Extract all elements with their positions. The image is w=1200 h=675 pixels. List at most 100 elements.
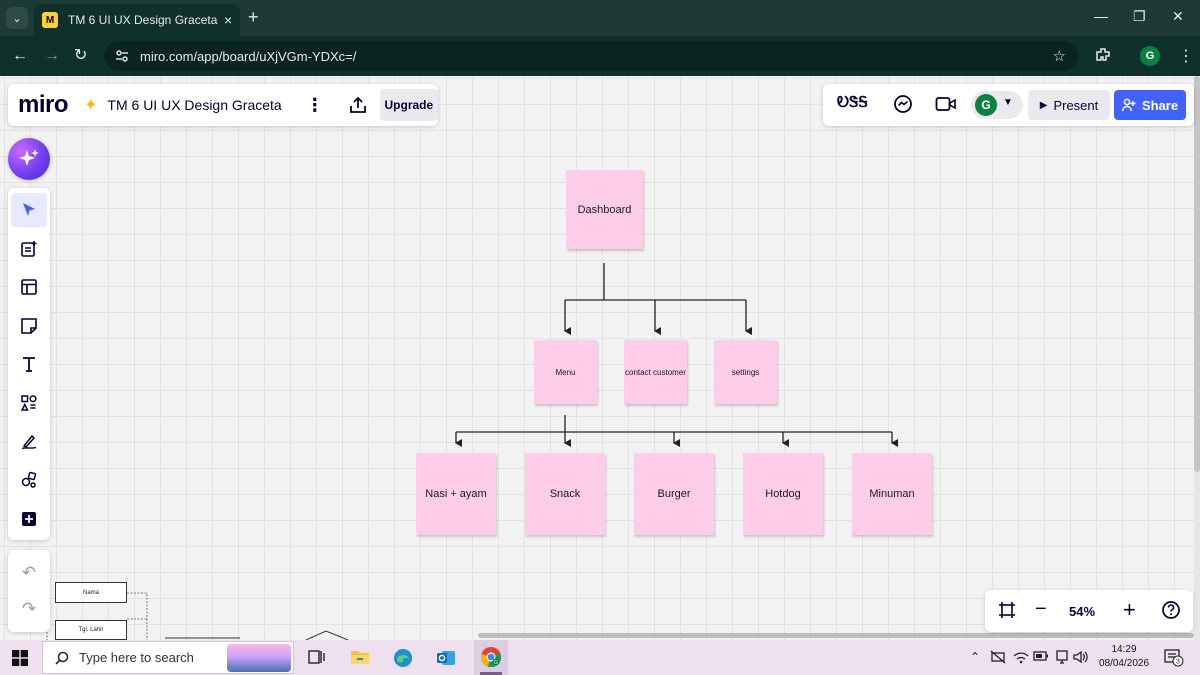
tab-close-icon[interactable]: ×	[224, 12, 233, 28]
svg-text:G: G	[494, 660, 498, 666]
cursor-arrow-icon	[23, 203, 35, 216]
sticky-note-contact-customer[interactable]: contact customer	[624, 340, 687, 404]
frame-tool[interactable]	[11, 270, 47, 304]
network-off-icon[interactable]	[990, 650, 1006, 667]
templates-tool[interactable]	[11, 232, 47, 266]
browser-menu-icon[interactable]: ⋮	[1178, 48, 1194, 65]
battery-icon[interactable]	[1033, 650, 1049, 665]
zoom-in-icon[interactable]: +	[1123, 597, 1136, 622]
bookmark-star-icon[interactable]: ☆	[1052, 48, 1066, 65]
board-menu-icon[interactable]: ⋮	[305, 94, 324, 115]
forward-icon[interactable]: →	[44, 47, 60, 64]
vertical-scrollbar-thumb[interactable]	[1194, 76, 1200, 472]
pen-tool[interactable]	[11, 424, 47, 458]
help-icon[interactable]	[1161, 600, 1181, 625]
chrome-icon: G	[480, 647, 502, 667]
notification-count: 3	[1176, 659, 1180, 666]
present-button[interactable]: ▶ Present	[1028, 90, 1110, 120]
more-tools-button[interactable]	[11, 502, 47, 536]
sticky-note-burger[interactable]: Burger	[634, 453, 714, 535]
layout-icon	[21, 279, 37, 295]
chevron-down-icon: ▼	[1003, 97, 1013, 108]
export-upload-icon[interactable]	[348, 95, 368, 115]
ai-assistant-button[interactable]	[8, 138, 50, 180]
chat-icon[interactable]	[893, 94, 913, 119]
zoom-level[interactable]: 54%	[1069, 604, 1096, 619]
shapes-tool[interactable]	[11, 386, 47, 420]
minimize-icon[interactable]: —	[1094, 8, 1108, 24]
add-note-icon	[21, 241, 37, 257]
sticky-note-minuman[interactable]: Minuman	[852, 453, 932, 535]
sticky-note-menu[interactable]: Menu	[534, 340, 597, 404]
search-icon	[55, 651, 69, 665]
address-bar[interactable]: miro.com/app/board/uXjVGm-YDXc=/ ☆	[104, 41, 1078, 71]
chrome-taskbar-button[interactable]: G	[474, 640, 508, 675]
new-tab-icon[interactable]: +	[248, 7, 259, 27]
notification-center-icon[interactable]: 3	[1164, 649, 1184, 672]
edge-browser-icon[interactable]	[393, 648, 413, 673]
fit-to-screen-icon[interactable]	[997, 600, 1017, 625]
mini-diagram-box-nama[interactable]: Nama	[55, 582, 127, 603]
plus-square-icon	[22, 512, 36, 526]
sticky-note-hotdog[interactable]: Hotdog	[743, 453, 823, 535]
redo-icon[interactable]: ↷	[21, 599, 37, 618]
select-tool[interactable]	[11, 193, 47, 227]
reactions-icon[interactable]: ᎧᏕᎦ	[837, 94, 868, 111]
display-icon[interactable]	[1054, 650, 1070, 667]
tab-search-chevron-icon[interactable]: ⌄	[6, 7, 28, 29]
share-button[interactable]: Share	[1114, 90, 1186, 120]
mini-diagram-box-tgl-lahir[interactable]: Tgl. Lahir	[55, 620, 127, 640]
user-avatar: G	[975, 94, 997, 116]
board-sparkle-icon: ✦	[84, 97, 98, 114]
volume-icon[interactable]	[1073, 650, 1089, 667]
back-icon[interactable]: ←	[12, 47, 28, 64]
windows-start-icon[interactable]	[12, 650, 28, 671]
undo-redo-panel: ↶ ↷	[8, 550, 50, 632]
add-user-icon	[1121, 98, 1136, 112]
sticky-note-dashboard[interactable]: Dashboard	[566, 170, 643, 249]
taskbar-search[interactable]: Type here to search	[42, 641, 294, 674]
reload-icon[interactable]: ↻	[74, 47, 88, 64]
browser-profile-avatar[interactable]: G	[1140, 46, 1160, 66]
clock-time: 14:29	[1111, 644, 1137, 655]
vertical-scrollbar[interactable]	[1194, 76, 1200, 640]
upgrade-button[interactable]: Upgrade	[379, 89, 438, 121]
board-header-panel: miro ✦ TM 6 UI UX Design Graceta ⋮ Upgra…	[8, 84, 438, 126]
system-clock[interactable]: 14:29 08/04/2026	[1094, 643, 1154, 671]
board-title[interactable]: TM 6 UI UX Design Graceta	[107, 97, 282, 113]
sticky-note-nasi-ayam[interactable]: Nasi + ayam	[416, 453, 496, 535]
video-call-icon[interactable]	[935, 95, 957, 118]
zoom-out-icon[interactable]: −	[1035, 598, 1047, 620]
file-explorer-icon[interactable]	[350, 648, 370, 671]
search-highlight-image[interactable]	[227, 644, 291, 672]
sticky-note-tool[interactable]	[11, 309, 47, 343]
board-canvas[interactable]: Dashboard Menu contact customer settings…	[0, 76, 1194, 640]
sticky-note-snack[interactable]: Snack	[525, 453, 605, 535]
wifi-icon[interactable]	[1013, 650, 1029, 667]
sticky-note-settings[interactable]: settings	[714, 340, 777, 404]
horizontal-scrollbar[interactable]	[478, 633, 1194, 638]
browser-tab-active[interactable]: M TM 6 UI UX Design Graceta - M ×	[34, 4, 240, 36]
restore-icon[interactable]: ❐	[1133, 8, 1146, 24]
share-label: Share	[1141, 97, 1179, 113]
collaboration-panel: ᎧᏕᎦ G ▼ ▶ Present Share	[823, 84, 1194, 126]
outlook-icon[interactable]	[436, 648, 456, 673]
task-view-icon[interactable]	[308, 648, 326, 671]
collaborators-dropdown[interactable]: G ▼	[971, 91, 1023, 119]
shapes-icon	[20, 395, 37, 411]
apps-tool[interactable]	[11, 463, 47, 497]
url-text: miro.com/app/board/uXjVGm-YDXc=/	[140, 48, 357, 64]
text-icon	[23, 357, 35, 372]
miro-logo[interactable]: miro	[18, 91, 69, 118]
undo-icon[interactable]: ↶	[21, 563, 37, 582]
extensions-icon[interactable]	[1094, 46, 1112, 69]
search-placeholder: Type here to search	[79, 650, 194, 665]
play-icon: ▶	[1039, 99, 1048, 111]
tab-title: TM 6 UI UX Design Graceta - M	[68, 13, 218, 27]
text-tool[interactable]	[11, 347, 47, 381]
window-close-icon[interactable]: ✕	[1172, 8, 1184, 24]
site-settings-icon[interactable]	[114, 48, 130, 64]
sparkle-icon	[19, 149, 39, 166]
connector-lines	[46, 263, 898, 640]
tray-overflow-icon[interactable]: ⌃	[970, 650, 981, 664]
